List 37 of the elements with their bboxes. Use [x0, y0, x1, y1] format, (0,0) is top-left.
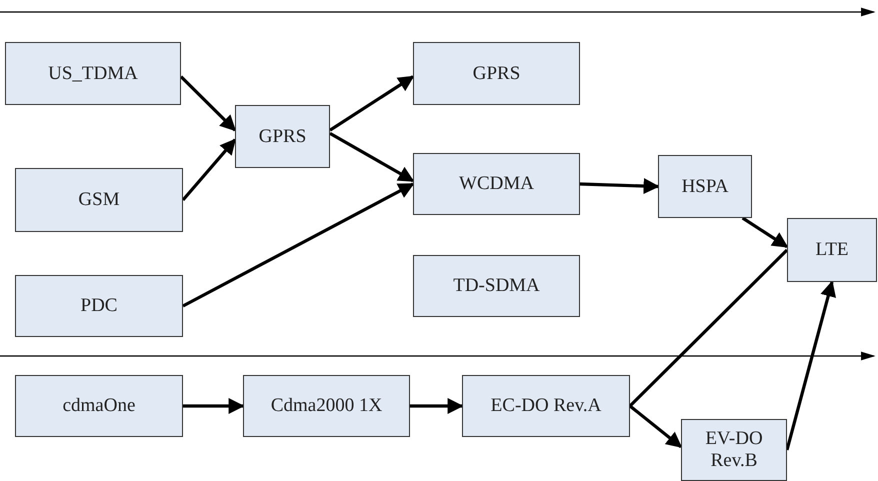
arrow [182, 182, 414, 308]
node-label: GPRS [258, 126, 306, 148]
arrow [180, 76, 236, 132]
process-box [413, 42, 580, 105]
node-label: Cdma2000 1X [270, 395, 382, 417]
process-box [787, 218, 877, 282]
arrow [329, 75, 414, 132]
process-box [462, 375, 630, 437]
process-box [243, 375, 410, 437]
arrow [183, 398, 245, 414]
node-label: TD-SDMA [453, 275, 540, 297]
arrow [329, 132, 414, 182]
process-box [413, 153, 580, 215]
process-box [681, 419, 787, 481]
process-box [15, 168, 183, 232]
node-label: GSM [78, 189, 120, 211]
node-label: WCDMA [459, 173, 534, 195]
process-box [15, 375, 183, 437]
arrow [410, 398, 464, 414]
node-label: US_TDMA [48, 62, 138, 84]
node-label: cdmaOne [62, 395, 136, 417]
arrow [629, 404, 682, 448]
node-label: HSPA [682, 176, 728, 198]
arrow [580, 178, 660, 194]
process-box [658, 155, 752, 218]
process-box [235, 105, 330, 168]
node-label: EC-DO Rev.A [490, 395, 602, 417]
node-label: LTE [815, 239, 849, 261]
arrow [742, 216, 788, 248]
arrow [785, 280, 836, 450]
node-label: PDC [80, 295, 118, 317]
arrow [182, 138, 236, 202]
process-box [5, 42, 181, 105]
process-box [15, 275, 183, 337]
node-label: EV-DO Rev.B [704, 428, 764, 472]
process-box [413, 255, 580, 317]
node-label: GPRS [472, 62, 520, 84]
